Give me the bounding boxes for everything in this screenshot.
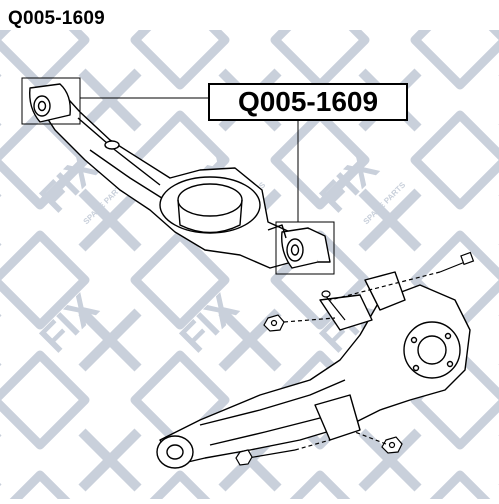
fasteners bbox=[235, 251, 475, 466]
lower-trailing-arm bbox=[156, 271, 471, 469]
callout-leaders bbox=[21, 77, 335, 275]
upper-control-arm bbox=[29, 83, 331, 269]
page-title: Q005-1609 bbox=[8, 8, 105, 29]
bolt-center bbox=[321, 290, 346, 321]
callout-box-right bbox=[275, 221, 335, 275]
part-number-callout: Q005-1609 bbox=[208, 83, 408, 121]
callout-box-left bbox=[21, 77, 81, 125]
bolt-top-right bbox=[329, 251, 475, 301]
nut-center-left bbox=[263, 314, 336, 332]
bolt-bottom-left bbox=[235, 439, 331, 466]
nut-bottom-right bbox=[354, 431, 403, 454]
